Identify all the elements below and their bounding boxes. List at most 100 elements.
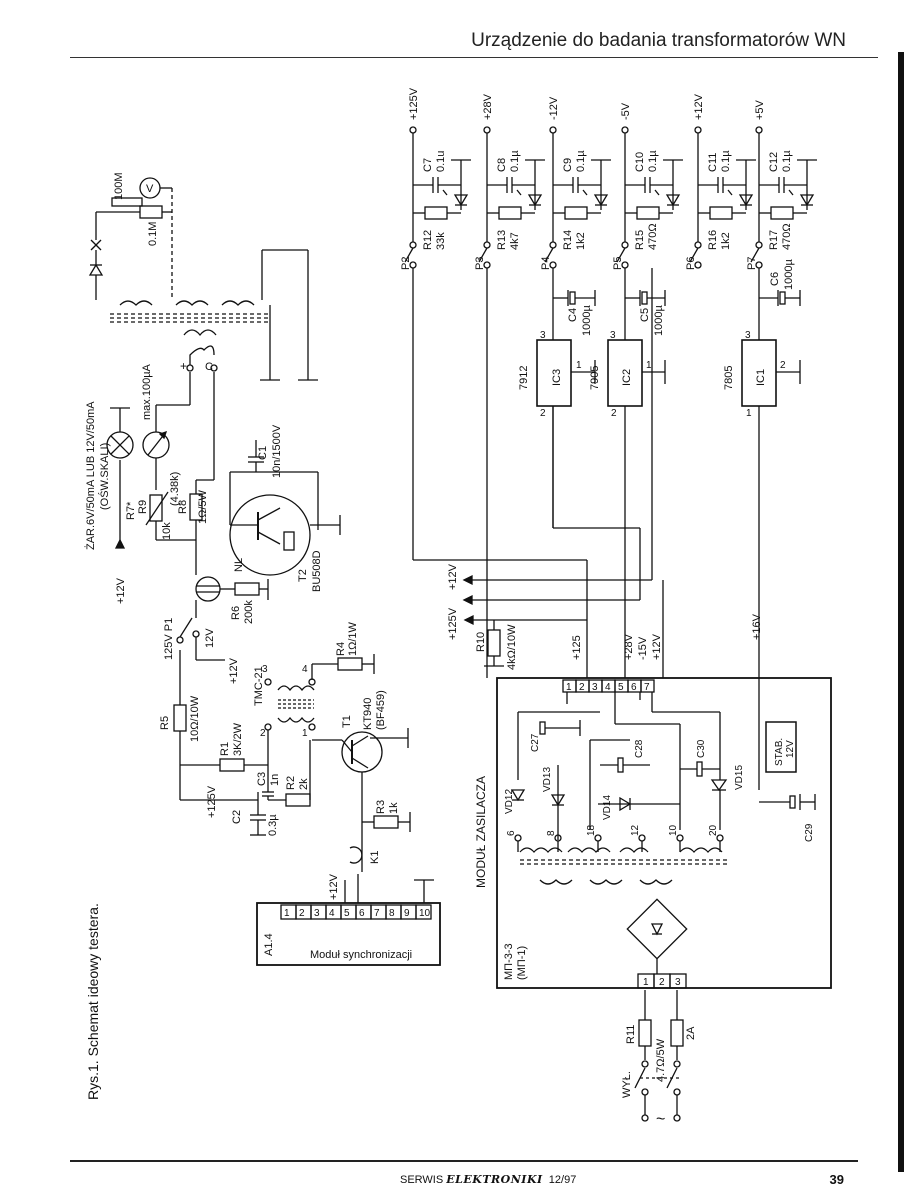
p1-bottom-12v-label: +12V <box>228 657 240 684</box>
rail-cap-value: 0.1µ <box>509 150 521 172</box>
t1-alt: (BF459) <box>375 690 387 730</box>
capacitor-c1: C1 10n/1500V <box>248 424 283 478</box>
t2-label: T2 <box>297 569 309 582</box>
rail-cap-value: 0.1µ <box>575 150 587 172</box>
page-header-title: Urządzenie do badania transformatorów WN <box>471 30 846 51</box>
tmc-label: TMC-21 <box>253 666 265 706</box>
r1-value: 3K/2W <box>232 722 244 756</box>
sync-pin: 6 <box>359 908 365 919</box>
rail-cap-value: 0.1µ <box>720 150 732 172</box>
rail-res-label: R15 <box>634 230 646 250</box>
sync-12v-label: +12V <box>328 873 340 900</box>
ic3-pin1: 1 <box>576 360 582 371</box>
rail-voltage-label: -12V <box>548 96 560 120</box>
rail-switch-label: P6 <box>685 257 697 270</box>
resistor-r5: R5 10Ω/10W <box>159 650 201 765</box>
footer-rule <box>70 1160 858 1162</box>
r9-value: 10k <box>161 522 173 540</box>
bus-16-label: +16V <box>751 613 763 640</box>
rail-res-value: 1k2 <box>575 232 587 250</box>
r6-value: 200k <box>243 600 255 624</box>
switch-wyl-label: WYŁ. <box>621 1071 633 1098</box>
transistor-t2: T2 BU508D <box>229 471 341 592</box>
capacitor-c2: C2 0.3µ <box>200 799 279 836</box>
r11-label: R11 <box>625 1025 637 1044</box>
ic1-pin1: 1 <box>746 408 752 419</box>
bus-28-label: +28V <box>623 633 635 660</box>
rail-cap-label: C10 <box>634 152 646 172</box>
footer-prefix: SERWIS <box>400 1174 447 1186</box>
lamp-spec: ŻAR.6V/50mA LUB 12V/50mA <box>84 401 97 550</box>
module-title: MODUŁ ZASILACZA <box>474 776 488 888</box>
r5-value: 10Ω/10W <box>189 695 201 742</box>
module-pin: 4 <box>605 682 611 693</box>
r2-label: R2 <box>285 776 297 790</box>
winding-tap: 18 <box>586 824 597 836</box>
tmc-pin1: 1 <box>302 728 308 739</box>
module-mp1: (МП-1) <box>516 946 528 980</box>
sync-pin: 8 <box>389 908 395 919</box>
ic1-pin2: 2 <box>780 360 786 371</box>
ic3-pin2: 2 <box>540 408 546 419</box>
regulator-ic2: IC2 7905 3 1 2 <box>589 268 666 528</box>
ic1-label: IC1 <box>755 369 767 386</box>
primary-c: C <box>205 361 213 373</box>
out-125v-label: +125V <box>447 607 459 640</box>
rail-cap-label: C8 <box>496 158 508 172</box>
r8-label: R8 <box>177 500 189 514</box>
sync-pin: 2 <box>299 908 305 919</box>
capacitor-c3: C3 1n <box>256 765 281 800</box>
c3-value: 1n <box>269 774 281 786</box>
p1-label: 125V P1 <box>163 618 175 660</box>
ic2-label: IC2 <box>621 369 633 386</box>
r5-125v-label: +125V <box>206 785 218 818</box>
winding-tap: 8 <box>546 830 557 836</box>
voltmeter-label: V <box>146 183 154 195</box>
capacitor-c6: C6 1000µ <box>759 259 801 306</box>
winding-tap: 12 <box>630 824 641 836</box>
module-pin: 5 <box>618 682 624 693</box>
ic1-type: 7805 <box>723 366 735 390</box>
rail-res-label: R16 <box>707 230 719 250</box>
r100m-label: 100M <box>113 172 125 200</box>
ic3-label: IC3 <box>551 369 563 386</box>
ic1-pin3: 3 <box>745 330 751 341</box>
ic2-pin3: 3 <box>610 330 616 341</box>
vd13-label: VD13 <box>542 767 553 792</box>
switch-p1: 125V P1 12V +12V <box>163 617 240 684</box>
primary-plus: + <box>180 359 187 373</box>
tmc-pin3: 3 <box>262 664 268 675</box>
out-12v-label: +12V <box>447 563 459 590</box>
rail-voltage-label: +125V <box>408 87 420 120</box>
footer-magazine-name: ELEKTRONIKI <box>446 1173 543 1186</box>
t2-type: BU508D <box>311 550 323 592</box>
meter-max-label: max.100µA <box>141 363 153 420</box>
module-pin: 7 <box>644 682 650 693</box>
rail-res-label: R13 <box>496 230 508 250</box>
rail-cap-value: 0.1µ <box>781 150 793 172</box>
rail-res-label: R17 <box>768 230 780 250</box>
r5-label: R5 <box>159 716 171 730</box>
sync-pin: 10 <box>419 908 431 919</box>
c28-label: C28 <box>634 739 645 758</box>
lamp-r7: ŻAR.6V/50mA LUB 12V/50mA (OŚW.SKALI) R7*… <box>84 401 137 604</box>
bus-12-label: +12V <box>651 633 663 660</box>
r9-label: R9 <box>137 500 149 514</box>
r1-label: R1 <box>219 742 231 756</box>
c6-value: 1000µ <box>783 259 795 290</box>
c29-label: C29 <box>804 823 815 842</box>
rail-res-value: 33k <box>435 232 447 250</box>
rail-switch-label: P5 <box>612 257 624 270</box>
resistor-r2: R2 2k <box>268 740 311 807</box>
ic2-type: 7905 <box>589 366 601 390</box>
transistor-t1: T1 KT940 (BF459) <box>312 690 409 872</box>
sync-pin: 5 <box>344 908 350 919</box>
